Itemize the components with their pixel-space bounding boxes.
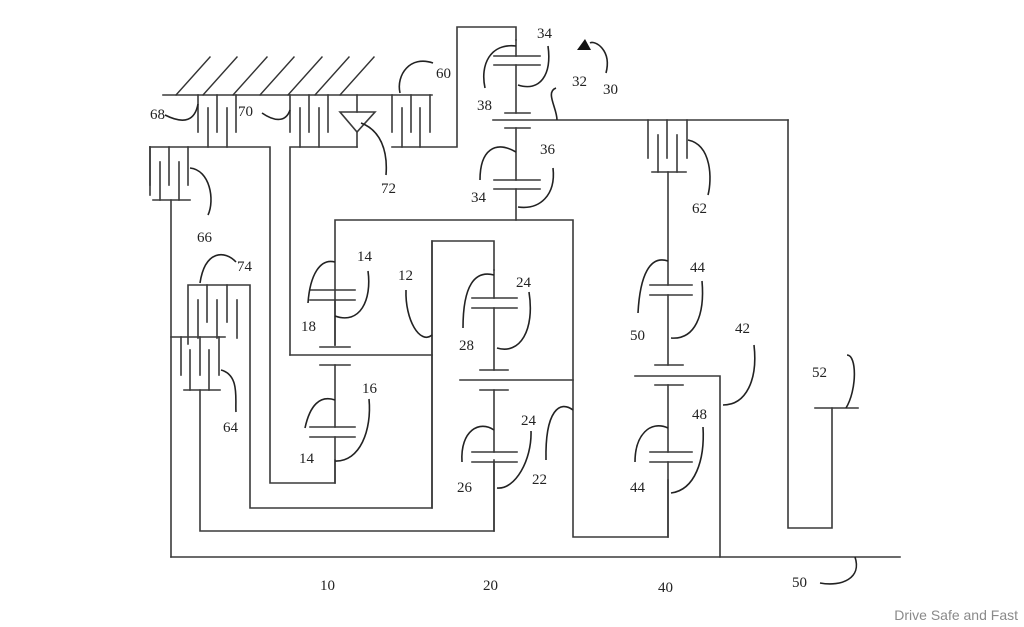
one-way-clutch-72 (338, 94, 377, 148)
label-52: 52 (812, 365, 827, 381)
reference-labels: 34 30 32 38 36 34 60 68 70 72 66 74 64 1… (150, 26, 827, 496)
planetary-set-10 (309, 219, 669, 538)
label-62: 62 (692, 201, 707, 217)
label-18: 18 (301, 319, 316, 335)
label-38: 38 (477, 98, 492, 114)
label-26: 24 (521, 413, 537, 429)
input-planetary-30 (492, 39, 789, 221)
label-64: 64 (223, 420, 239, 436)
label-24: 24 (516, 275, 532, 291)
label-60: 60 (436, 66, 451, 82)
label-30: 30 (603, 82, 618, 98)
label-28: 28 (459, 338, 474, 354)
label-34: 34 (537, 26, 553, 42)
label-22: 22 (532, 472, 547, 488)
watermark: Drive Safe and Fast (894, 607, 1018, 623)
label-36: 36 (540, 142, 556, 158)
label-output-50: 50 (792, 575, 807, 591)
label-68: 68 (150, 107, 165, 123)
ground-housing (162, 56, 433, 96)
label-14: 14 (299, 451, 315, 467)
label-32: 32 (572, 74, 587, 90)
label-24: 26 (457, 480, 473, 496)
first-set-connections (149, 146, 433, 484)
label-34: 34 (471, 190, 487, 206)
label-46: 48 (692, 407, 707, 423)
label-70: 70 (238, 104, 253, 120)
label-48: 50 (630, 328, 645, 344)
label-third-set-40: 40 (658, 580, 673, 596)
brake-70 (289, 94, 329, 148)
label-14: 14 (357, 249, 373, 265)
label-first-set-10: 10 (320, 578, 335, 594)
label-12: 12 (398, 268, 413, 284)
label-72: 72 (381, 181, 396, 197)
section-labels: 10 20 40 50 (320, 575, 807, 596)
clutch-64 (170, 336, 495, 532)
label-44: 44 (630, 480, 646, 496)
output-shaft-50 (170, 119, 901, 558)
clutch-74 (187, 240, 495, 509)
label-44: 44 (690, 260, 706, 276)
planetary-set-40 (634, 119, 721, 558)
label-74: 74 (237, 259, 253, 275)
label-16: 16 (362, 381, 378, 397)
clutch-66 (149, 146, 191, 558)
label-second-set-20: 20 (483, 578, 498, 594)
label-42: 42 (735, 321, 750, 337)
label-66: 66 (197, 230, 213, 246)
brake-68 (197, 94, 237, 148)
planetary-set-20 (431, 240, 574, 532)
leader-lines (164, 41, 858, 585)
rotation-arrow-icon (577, 39, 591, 50)
brake-60 (391, 26, 517, 148)
